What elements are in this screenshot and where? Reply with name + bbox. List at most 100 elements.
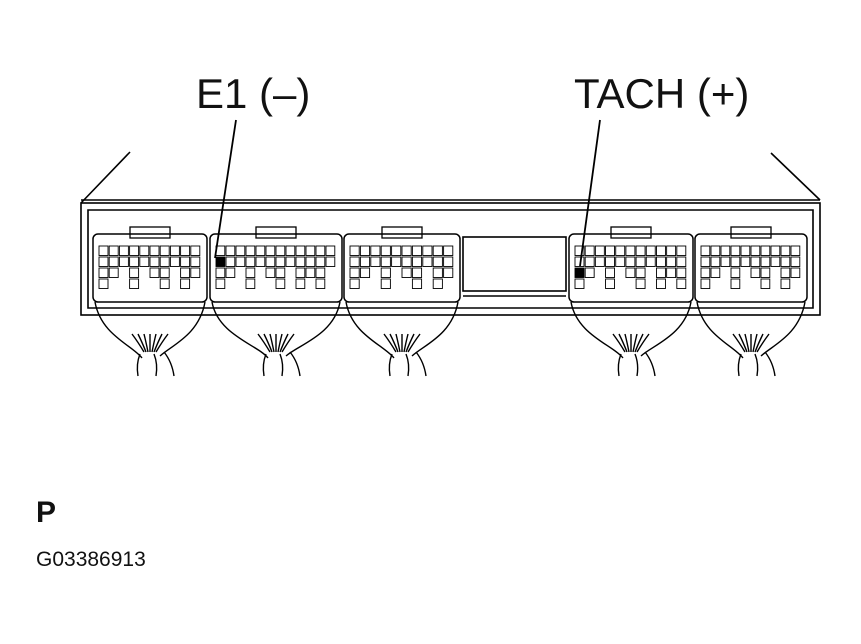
pin bbox=[225, 256, 236, 267]
pin bbox=[190, 267, 201, 278]
pin bbox=[740, 256, 751, 267]
pin bbox=[285, 256, 296, 267]
pin bbox=[760, 267, 771, 278]
pin bbox=[159, 267, 170, 278]
pin-grid bbox=[574, 245, 687, 289]
pin bbox=[710, 245, 721, 256]
pin-grid bbox=[349, 245, 454, 289]
pin bbox=[780, 267, 791, 278]
pin bbox=[108, 245, 119, 256]
pin bbox=[315, 267, 326, 278]
pin bbox=[720, 245, 731, 256]
pin bbox=[305, 267, 316, 278]
pin bbox=[730, 278, 741, 289]
pin bbox=[730, 256, 741, 267]
pin bbox=[645, 245, 656, 256]
pin bbox=[180, 245, 191, 256]
wire-harness bbox=[696, 301, 806, 377]
pin bbox=[295, 267, 306, 278]
pin bbox=[245, 267, 256, 278]
pin bbox=[432, 245, 443, 256]
pin bbox=[108, 256, 119, 267]
pin bbox=[594, 245, 605, 256]
pin bbox=[190, 245, 201, 256]
pin-grid bbox=[700, 245, 801, 289]
pin bbox=[584, 245, 595, 256]
pin bbox=[315, 256, 326, 267]
pin bbox=[780, 245, 791, 256]
wire-harness bbox=[570, 301, 692, 377]
connector-body bbox=[92, 233, 208, 303]
pin bbox=[411, 256, 423, 267]
pin bbox=[790, 256, 801, 267]
pin bbox=[285, 245, 296, 256]
pin bbox=[656, 256, 666, 267]
pin bbox=[255, 245, 266, 256]
pin bbox=[605, 278, 615, 289]
pin bbox=[411, 278, 423, 289]
pin bbox=[265, 245, 276, 256]
pin bbox=[574, 245, 585, 256]
pin bbox=[380, 267, 391, 278]
wire-harness bbox=[94, 301, 206, 377]
pin bbox=[401, 256, 412, 267]
pin bbox=[700, 256, 711, 267]
pin bbox=[750, 256, 761, 267]
connector-2 bbox=[209, 226, 343, 377]
pin bbox=[98, 278, 109, 289]
pin bbox=[380, 278, 391, 289]
pin bbox=[625, 267, 636, 278]
pin bbox=[159, 278, 170, 289]
tach-pin-highlight bbox=[575, 268, 584, 278]
pin bbox=[760, 245, 771, 256]
pin bbox=[605, 245, 615, 256]
pin bbox=[635, 278, 646, 289]
pin bbox=[169, 245, 180, 256]
view-letter: P bbox=[36, 496, 57, 529]
pin bbox=[391, 256, 402, 267]
pin bbox=[584, 256, 595, 267]
connector-lock-tab bbox=[381, 226, 423, 239]
pin bbox=[676, 267, 687, 278]
pin bbox=[750, 245, 761, 256]
pin bbox=[305, 245, 316, 256]
pin bbox=[656, 278, 666, 289]
pin bbox=[349, 278, 360, 289]
pin bbox=[139, 256, 150, 267]
pin bbox=[149, 267, 160, 278]
pin bbox=[676, 278, 687, 289]
pin bbox=[615, 245, 626, 256]
pin bbox=[666, 267, 677, 278]
pin bbox=[625, 245, 636, 256]
ecu-housing bbox=[80, 151, 821, 316]
pin bbox=[129, 245, 140, 256]
pin bbox=[349, 245, 360, 256]
pin bbox=[422, 256, 433, 267]
pin bbox=[700, 245, 711, 256]
pin bbox=[730, 245, 741, 256]
pin bbox=[149, 245, 160, 256]
pin bbox=[245, 245, 256, 256]
pin bbox=[615, 256, 626, 267]
pin bbox=[700, 267, 711, 278]
pin bbox=[401, 245, 412, 256]
connector-body bbox=[694, 233, 808, 303]
pin bbox=[720, 256, 731, 267]
pin bbox=[740, 245, 751, 256]
pin bbox=[315, 278, 326, 289]
pin bbox=[325, 256, 336, 267]
pin bbox=[169, 256, 180, 267]
connector-lock-tab bbox=[255, 226, 297, 239]
pin bbox=[159, 256, 170, 267]
pin bbox=[225, 267, 236, 278]
connector-body bbox=[209, 233, 343, 303]
pin bbox=[139, 245, 150, 256]
pin bbox=[656, 267, 666, 278]
pin bbox=[574, 256, 585, 267]
pin bbox=[770, 256, 781, 267]
pin bbox=[359, 267, 371, 278]
pin bbox=[275, 256, 286, 267]
pin bbox=[770, 245, 781, 256]
figure-code: G03386913 bbox=[36, 548, 146, 571]
